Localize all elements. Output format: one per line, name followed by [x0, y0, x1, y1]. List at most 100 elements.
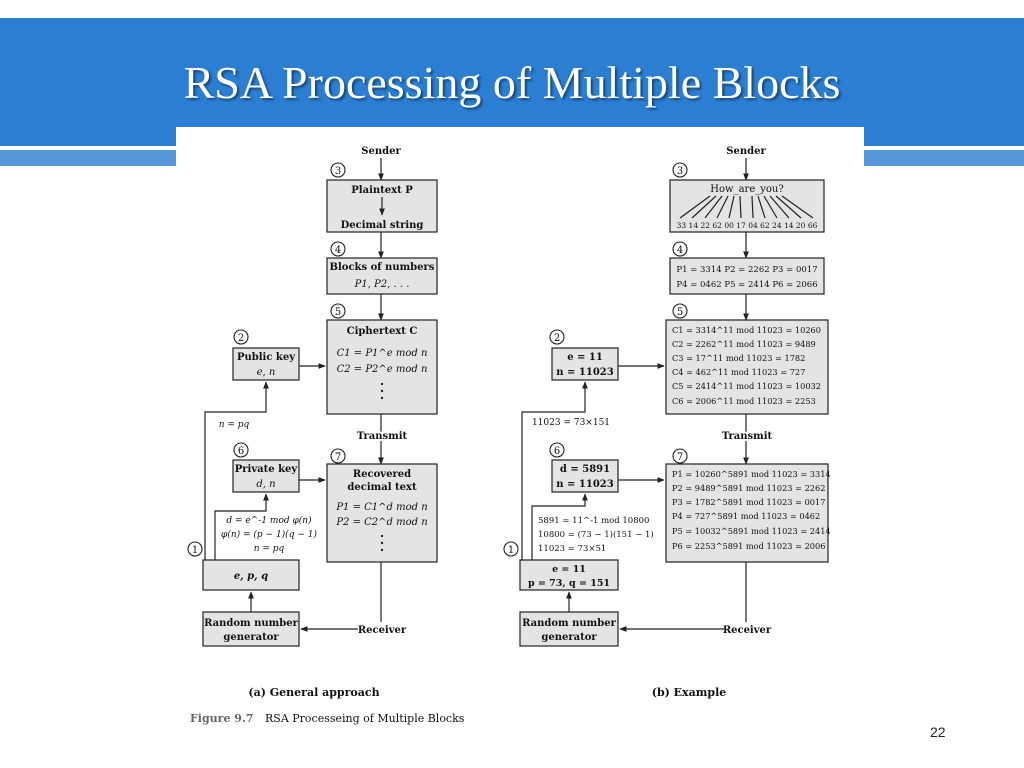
b-step3-marker — [672, 162, 688, 178]
a-n-eq: n = pq — [219, 420, 250, 430]
b-blocks-box — [669, 257, 825, 295]
b-step4-marker — [672, 241, 688, 257]
b-step2-marker — [549, 329, 565, 345]
b-step1-marker — [503, 541, 519, 557]
a-epq-box — [202, 559, 300, 591]
b-c-lines: C1 = 3314^11 mod 11023 = 10260 C2 = 2262… — [672, 325, 821, 406]
b-step4: 4 — [677, 245, 683, 256]
a-step3-marker — [330, 162, 346, 178]
a-p2: P2 = C2^d mod n — [335, 517, 427, 528]
figure-label: Figure 9.7 — [190, 712, 253, 725]
a-step2-marker — [233, 329, 249, 345]
b-public-key-box — [551, 347, 619, 381]
b-step3: 3 — [677, 166, 683, 177]
b-ciphertext-box — [665, 319, 829, 415]
a-blocks-box — [326, 257, 438, 295]
b-p-line: P1 = 10260^5891 mod 11023 = 3314 — [672, 469, 831, 479]
a-step1: 1 — [192, 545, 198, 556]
a-step2: 2 — [238, 333, 244, 344]
a-p1: P1 = C1^d mod n — [335, 502, 427, 513]
a-step6-marker — [233, 442, 249, 458]
a-step4: 4 — [335, 245, 341, 256]
a-recovered: Recovered — [353, 469, 411, 480]
title-banner — [0, 18, 1024, 146]
b-c-line: C2 = 2262^11 mod 11023 = 9489 — [672, 339, 816, 349]
a-phi-eq: φ(n) = (p − 1)(q − 1) — [221, 529, 317, 540]
b-rng-2: generator — [541, 632, 597, 643]
a-public-key-sub: e, n — [257, 367, 276, 378]
a-n-eq2: n = pq — [254, 544, 285, 554]
b-n-val2: n = 11023 — [556, 479, 613, 490]
b-step7-marker — [672, 448, 688, 464]
b-c-line: C6 = 2006^11 mod 11023 = 2253 — [672, 396, 816, 406]
b-blocks-2: P4 = 0462 P5 = 2414 P6 = 2066 — [676, 280, 817, 290]
b-step7: 7 — [677, 452, 683, 463]
b-p-line: P6 = 2253^5891 mod 11023 = 2006 — [672, 541, 825, 551]
b-step5-marker — [672, 303, 688, 319]
b-caption: (b) Example — [652, 686, 727, 699]
a-ciphertext: Ciphertext C — [347, 326, 418, 337]
b-receiver: Receiver — [723, 625, 772, 636]
b-step6: 6 — [554, 446, 560, 457]
b-p-lines: P1 = 10260^5891 mod 11023 = 3314 P2 = 94… — [672, 469, 831, 551]
b-e-val2: e = 11 — [552, 564, 586, 575]
page-number: 22 — [930, 724, 946, 740]
b-sender: Sender — [726, 146, 766, 157]
a-epq: e, p, q — [234, 571, 268, 582]
b-blocks-1: P1 = 3314 P2 = 2262 P3 = 0017 — [676, 265, 817, 275]
a-public-key: Public key — [237, 352, 296, 363]
a-private-key-box — [232, 459, 300, 493]
a-recovered-2: decimal text — [347, 482, 417, 493]
rsa-diagram: Sender 3 Plaintext P Decimal string 4 Bl… — [187, 146, 831, 725]
a-c1: C1 = P1^e mod n — [337, 348, 428, 359]
b-epq-box — [519, 559, 619, 591]
a-step4-marker — [330, 241, 346, 257]
a-blocks-sub: P1, P2, . . . — [354, 279, 410, 290]
a-receiver: Receiver — [358, 625, 407, 636]
a-c2: C2 = P2^e mod n — [337, 364, 428, 375]
a-step7: 7 — [335, 452, 341, 463]
a-private-key: Private key — [235, 464, 299, 475]
a-sender: Sender — [361, 146, 401, 157]
b-phi-calc: 10800 = (73 − 1)(151 − 1) — [538, 529, 654, 540]
a-blocks: Blocks of numbers — [330, 262, 435, 273]
a-step1-marker — [187, 541, 203, 557]
b-rng-box — [519, 611, 619, 647]
a-step3: 3 — [335, 166, 341, 177]
b-n-val: n = 11023 — [556, 367, 613, 378]
b-n-factor: 11023 = 73×151 — [532, 418, 610, 428]
b-d-calc: 5891 = 11^-1 mod 10800 — [538, 516, 649, 526]
b-p-line: P2 = 9489^5891 mod 11023 = 2262 — [672, 483, 825, 493]
a-public-key-box — [232, 347, 300, 381]
b-d-val: d = 5891 — [560, 464, 610, 475]
a-rng-1: Random number — [204, 618, 298, 629]
b-fan-lines — [679, 195, 814, 219]
a-rng-box — [202, 611, 300, 647]
b-p-line: P4 = 727^5891 mod 11023 = 0462 — [672, 511, 820, 521]
b-step1: 1 — [508, 545, 514, 556]
b-pq-val: p = 73, q = 151 — [528, 578, 610, 589]
a-step5: 5 — [335, 307, 341, 318]
a-step5-marker — [330, 303, 346, 319]
a-rng-2: generator — [223, 632, 279, 643]
b-step2: 2 — [554, 333, 560, 344]
b-e-val: e = 11 — [567, 352, 603, 363]
figure-caption: RSA Processeing of Multiple Blocks — [265, 712, 465, 725]
a-transmit: Transmit — [357, 431, 408, 442]
b-step6-marker — [549, 442, 565, 458]
b-step5: 5 — [677, 307, 683, 318]
a-private-key-sub: d, n — [256, 479, 275, 490]
b-c-line: C1 = 3314^11 mod 11023 = 10260 — [672, 325, 821, 335]
a-recovered-box — [326, 463, 438, 563]
b-private-key-box — [551, 459, 619, 493]
slide-title: RSA Processing of Multiple Blocks — [183, 57, 841, 108]
b-message: How_are_you? — [710, 184, 783, 195]
a-step7-marker — [330, 448, 346, 464]
a-decimal-string: Decimal string — [341, 220, 424, 231]
figure-panel: Sender 3 Plaintext P Decimal string 4 Bl… — [176, 127, 864, 735]
b-rng-1: Random number — [522, 618, 616, 629]
b-p-line: P5 = 10032^5891 mod 11023 = 2414 — [672, 526, 831, 536]
b-recovered-box — [665, 463, 829, 563]
b-p-line: P3 = 1782^5891 mod 11023 = 0017 — [672, 497, 825, 507]
a-d-eq: d = e^-1 mod φ(n) — [226, 515, 312, 526]
